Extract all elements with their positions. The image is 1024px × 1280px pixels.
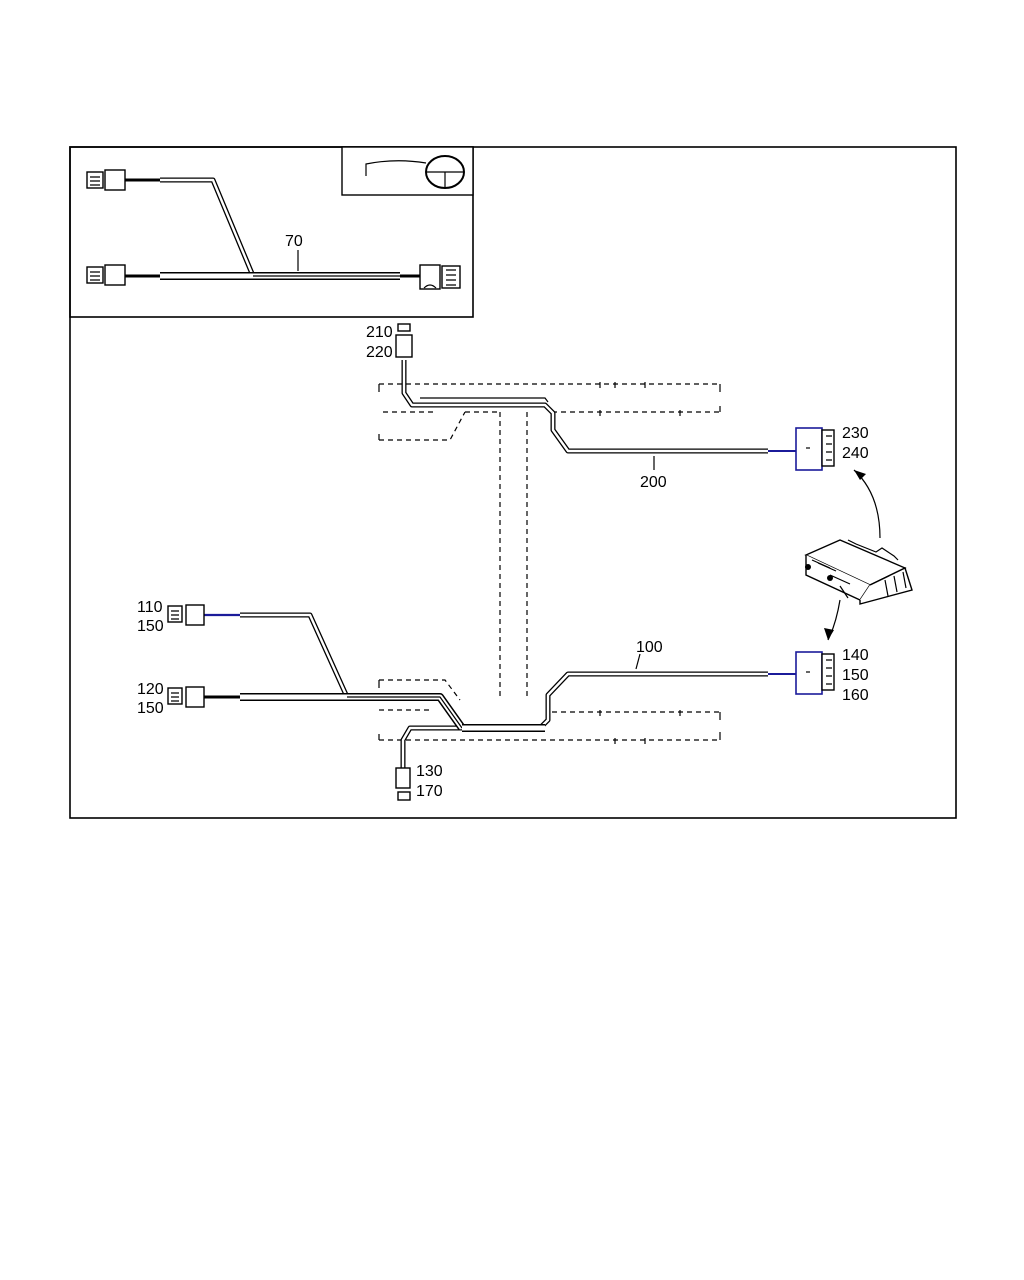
connector-230-240: 230 240 <box>795 425 869 471</box>
label-210: 210 <box>366 324 393 341</box>
label-140: 140 <box>842 647 869 664</box>
inset-harness <box>125 177 420 280</box>
harness-100: 100 <box>400 639 796 768</box>
label-240: 240 <box>842 445 869 462</box>
label-200: 200 <box>640 474 667 491</box>
steering-wheel-icon <box>341 146 474 196</box>
label-130: 130 <box>416 763 443 780</box>
label-150-upper: 150 <box>137 618 164 635</box>
diagram-frame <box>69 146 957 819</box>
connector-130-170: 130 170 <box>395 763 443 801</box>
inset-connector-right <box>419 264 461 290</box>
control-module <box>804 469 913 641</box>
label-150-right: 150 <box>842 667 869 684</box>
label-160: 160 <box>842 687 869 704</box>
inset-panel: 70 <box>69 146 474 318</box>
label-220: 220 <box>366 344 393 361</box>
label-120: 120 <box>137 681 164 698</box>
vehicle-outline-dashed <box>378 382 721 744</box>
label-170: 170 <box>416 783 443 800</box>
harness-left-branch <box>204 612 545 732</box>
label-110: 110 <box>137 599 163 616</box>
label-230: 230 <box>842 425 869 442</box>
label-100: 100 <box>636 639 663 656</box>
label-150-lower: 150 <box>137 700 164 717</box>
harness-200: 200 <box>401 360 796 491</box>
inset-connector-lower <box>86 264 126 286</box>
inset-connector-upper <box>86 169 126 191</box>
connector-210-220: 210 220 <box>366 323 413 361</box>
label-70: 70 <box>285 233 303 250</box>
connector-140-150-160: 140 150 160 <box>795 647 869 704</box>
connector-110-150: 110 150 <box>137 599 205 635</box>
connector-120-150: 120 150 <box>137 681 205 717</box>
